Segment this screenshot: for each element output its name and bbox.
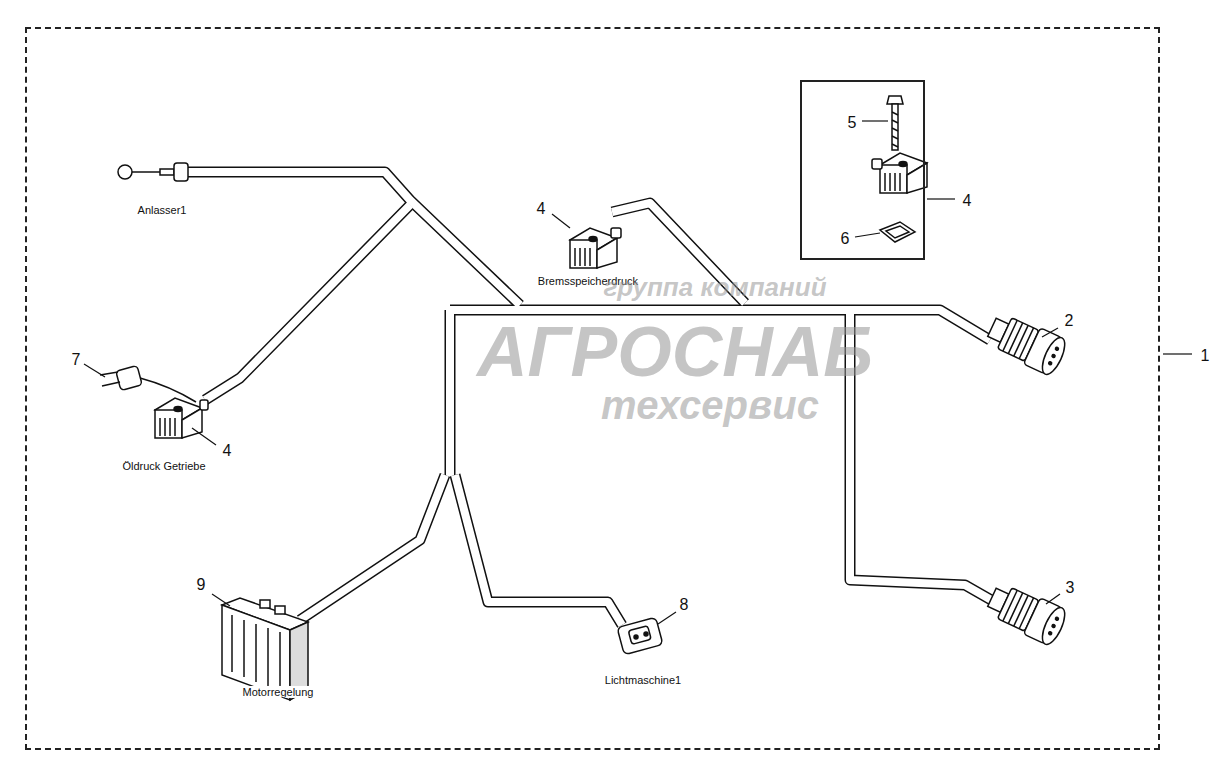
callout-number: 5 <box>848 114 857 132</box>
detail-inset: 546 <box>800 80 925 260</box>
callout-number: 6 <box>841 230 850 248</box>
part-label: Lichtmaschine1 <box>603 674 683 686</box>
callout-number: 3 <box>1066 579 1075 597</box>
callout-number: 1 <box>1201 347 1210 365</box>
watermark: техсервис <box>601 383 819 427</box>
callout-number: 4 <box>223 442 232 460</box>
callout-number: 4 <box>537 200 546 218</box>
part-label: Motorregelung <box>241 686 316 698</box>
callout-number: 2 <box>1065 312 1074 330</box>
callout-number: 4 <box>963 192 972 210</box>
part-label: Anlasser1 <box>136 204 189 216</box>
callout-number: 7 <box>72 351 81 369</box>
watermark: группа компаний <box>603 273 826 302</box>
watermark: АГРОСНАБ <box>477 314 873 391</box>
callout-number: 9 <box>197 576 206 594</box>
part-label: Öldruck Getriebe <box>120 460 207 472</box>
callout-number: 8 <box>680 596 689 614</box>
